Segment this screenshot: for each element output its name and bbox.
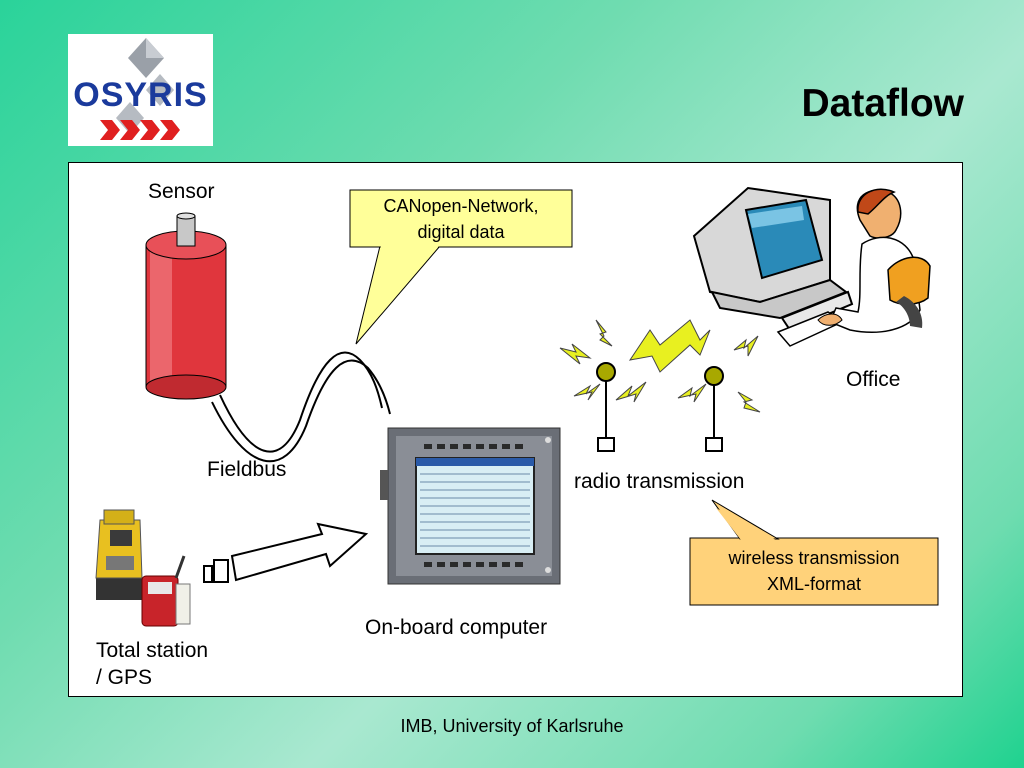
total-station-icon	[95, 509, 191, 627]
data-arrow-icon	[203, 522, 369, 583]
wireless-callout	[689, 499, 939, 606]
wireless-callout-line2: XML-format	[766, 574, 862, 594]
logo-graphic	[100, 38, 180, 140]
radio-antenna-left-icon	[596, 362, 616, 452]
sensor-label: Sensor	[148, 180, 215, 203]
slide-footer: IMB, University of Karlsruhe	[400, 716, 624, 736]
wireless-callout-text: wireless transmission XML-format	[690, 545, 938, 597]
fieldbus-cable-icon	[211, 351, 391, 463]
osyris-logo: OSYRIS	[68, 34, 213, 146]
radio-antenna-right-icon	[704, 366, 724, 452]
canopen-callout-text: CANopen-Network, digital data	[350, 193, 572, 245]
office-computer-icon	[692, 186, 931, 347]
onboard-computer-label: On-board computer	[365, 616, 548, 639]
slide-title: Dataflow	[801, 82, 964, 125]
total-station-label-line2: / GPS	[96, 666, 153, 689]
total-station-label: Total station / GPS	[96, 637, 208, 691]
office-label: Office	[846, 368, 901, 391]
total-station-label-line1: Total station	[96, 639, 209, 662]
logo-text: OSYRIS	[73, 76, 208, 114]
radio-transmission-label: radio transmission	[574, 470, 745, 493]
sensor-cylinder-icon	[145, 212, 227, 400]
canopen-callout-line1: CANopen-Network,	[383, 196, 539, 216]
canopen-callout-line2: digital data	[417, 222, 505, 242]
lightning-bolts-icon	[559, 319, 761, 413]
onboard-computer-icon	[380, 427, 561, 585]
canopen-callout	[349, 189, 573, 345]
fieldbus-label: Fieldbus	[207, 458, 287, 481]
wireless-callout-line1: wireless transmission	[728, 548, 900, 568]
